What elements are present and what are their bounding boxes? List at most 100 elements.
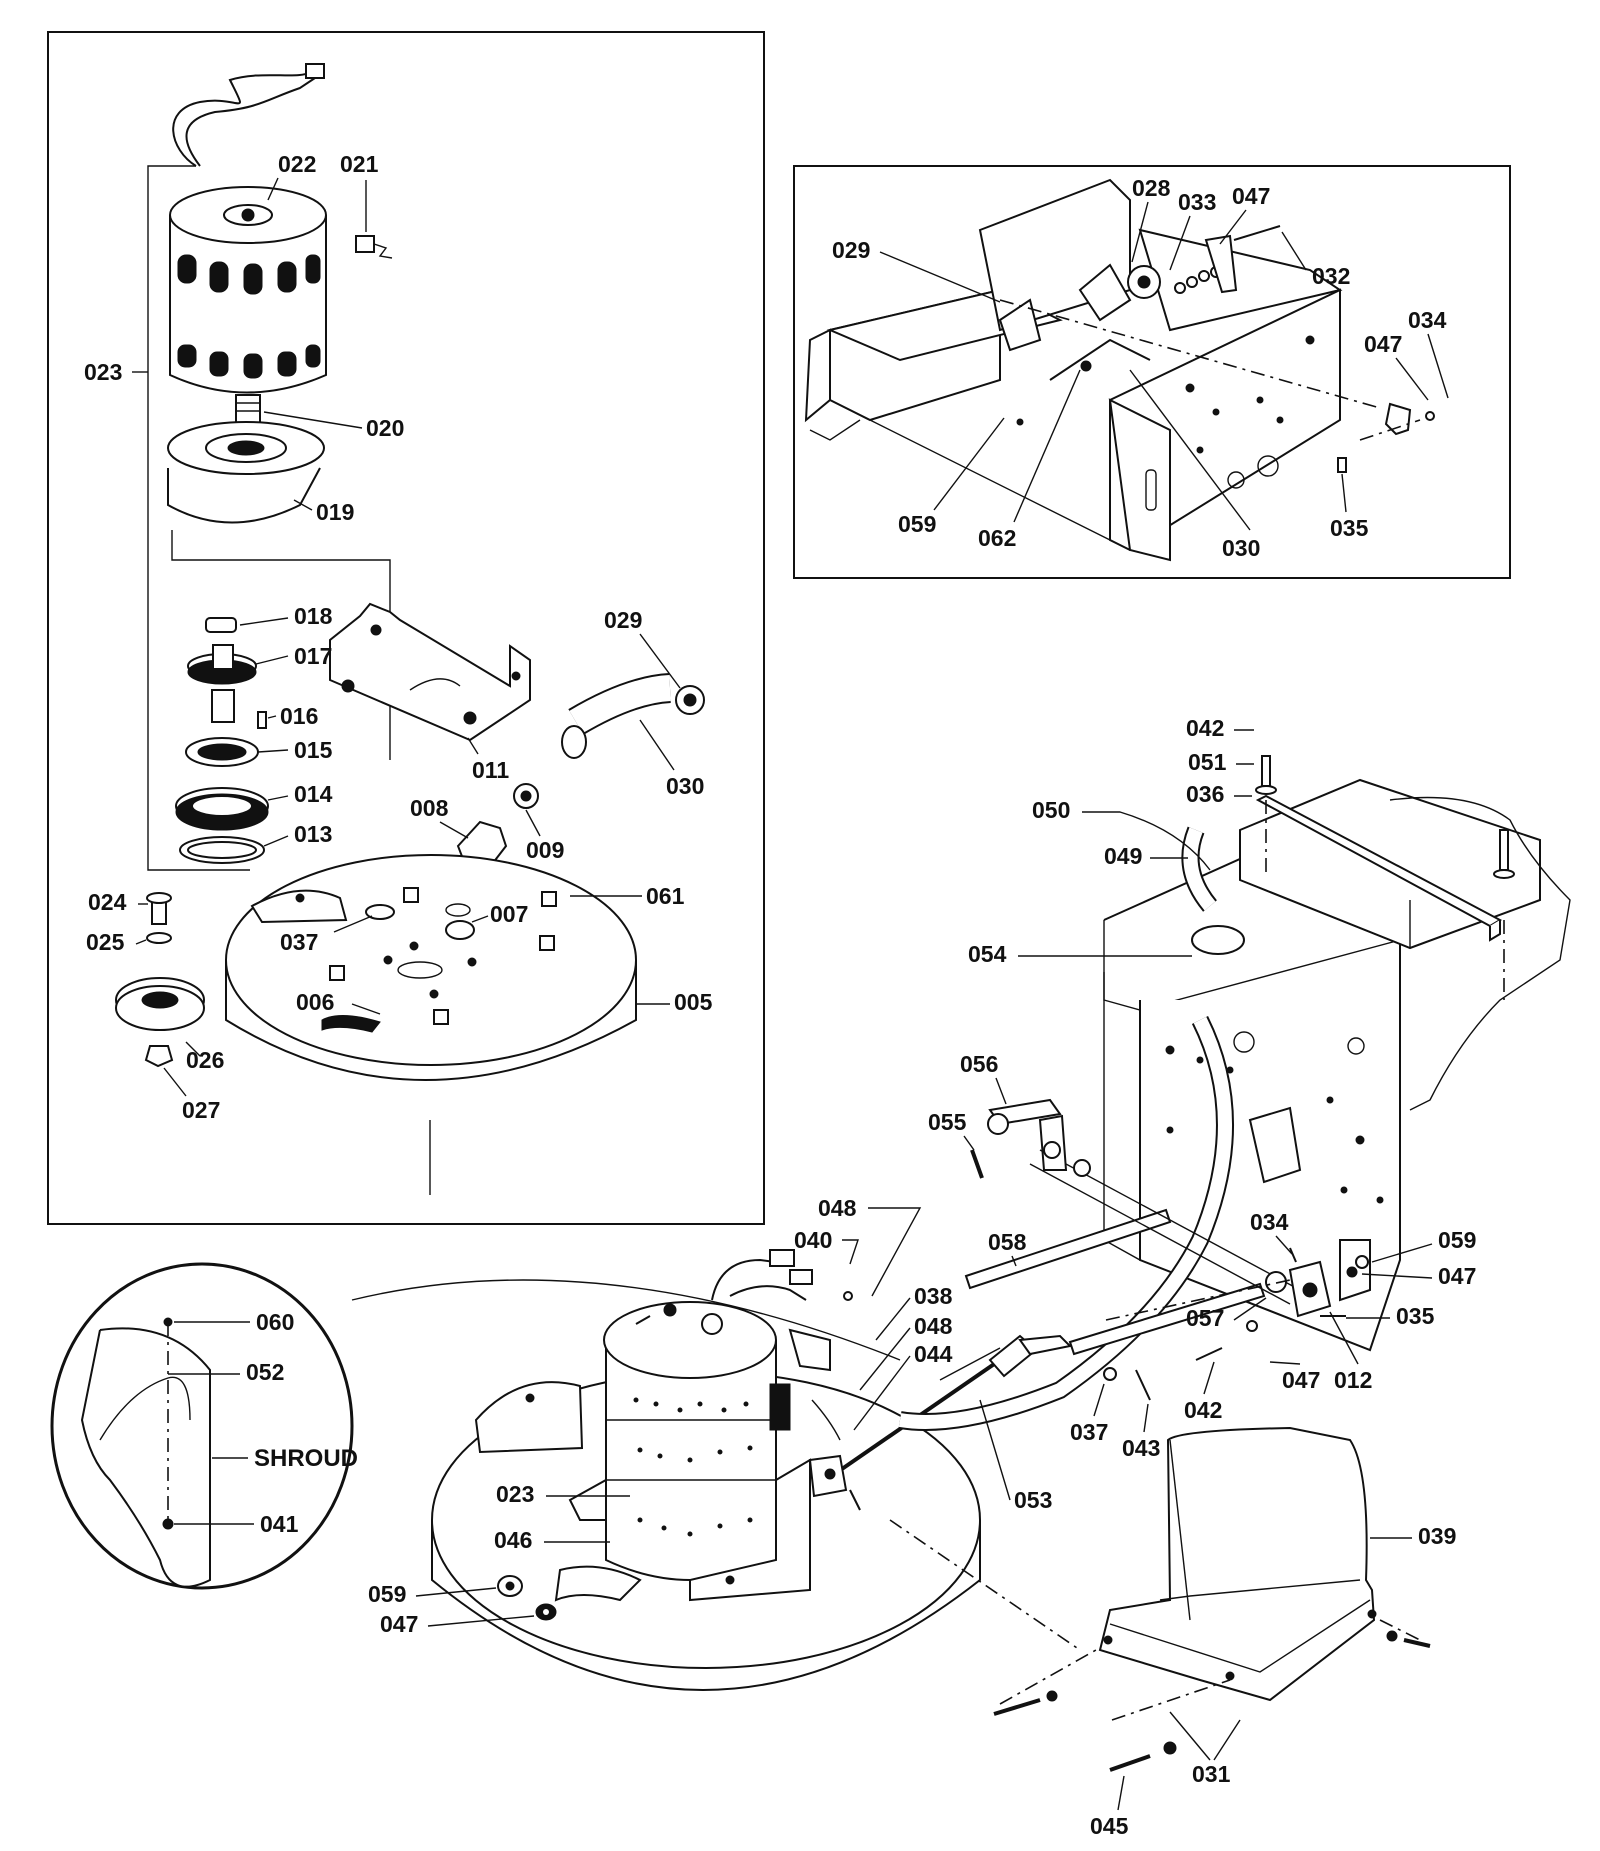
mounting-bracket [329, 602, 531, 742]
detail-circle-outline [50, 1262, 354, 1590]
label-057: 057 [1186, 1305, 1224, 1331]
power-cord [172, 71, 311, 167]
label-036: 036 [1186, 781, 1224, 807]
chassis-box [804, 178, 1343, 562]
label-024: 024 [88, 889, 127, 915]
label-033: 033 [1178, 189, 1216, 215]
label-048b: 048 [914, 1313, 953, 1339]
label-031: 031 [1192, 1761, 1231, 1787]
label-013: 013 [294, 821, 332, 847]
label-038: 038 [914, 1283, 953, 1309]
cord-plug [305, 63, 325, 79]
label-040: 040 [794, 1227, 832, 1253]
shroud-cover [889, 1426, 1431, 1772]
label-047: 047 [1232, 183, 1270, 209]
label-058: 058 [988, 1229, 1027, 1255]
label-052: 052 [246, 1359, 284, 1385]
labels-inset-right: 029 028 033 047 032 034 047 059 062 030 … [832, 175, 1449, 561]
label-029: 029 [832, 237, 870, 263]
label-056: 056 [960, 1051, 998, 1077]
label-007: 007 [490, 901, 528, 927]
inset-motor-assembly: 022 021 023 020 019 018 017 016 015 014 … [47, 31, 765, 1225]
label-011: 011 [472, 757, 509, 783]
label-032: 032 [1312, 263, 1350, 289]
label-046: 046 [494, 1527, 532, 1553]
capacitor-part [355, 235, 393, 259]
label-023b: 023 [496, 1481, 534, 1507]
power-cord [185, 75, 319, 167]
label-055: 055 [928, 1109, 967, 1135]
inset-frame-right [793, 165, 1511, 579]
label-059b: 059 [368, 1581, 406, 1607]
main-motor [568, 1301, 811, 1602]
label-037: 037 [280, 929, 318, 955]
label-030: 030 [1222, 535, 1260, 561]
label-021: 021 [340, 151, 379, 177]
motor-wiring [711, 1249, 853, 1441]
label-037: 037 [1070, 1419, 1108, 1445]
label-039: 039 [1418, 1523, 1456, 1549]
label-026: 026 [186, 1047, 224, 1073]
label-006: 006 [296, 989, 334, 1015]
lower-fasteners [497, 1575, 557, 1621]
pulley-assembly [115, 892, 205, 1068]
label-042b: 042 [1184, 1397, 1222, 1423]
label-022: 022 [278, 151, 316, 177]
hose-assembly [456, 673, 705, 889]
label-047b: 047 [1364, 331, 1402, 357]
label-059: 059 [898, 511, 936, 537]
label-043: 043 [1122, 1435, 1160, 1461]
label-008: 008 [410, 795, 449, 821]
label-051: 051 [1188, 749, 1227, 775]
gear-housing [167, 421, 325, 524]
label-shroud: SHROUD [254, 1445, 358, 1472]
label-012: 012 [1334, 1367, 1372, 1393]
label-009: 009 [526, 837, 564, 863]
label-049: 049 [1104, 843, 1142, 869]
main-chassis-frame [1103, 755, 1571, 1352]
label-045: 045 [1090, 1813, 1129, 1839]
label-028: 028 [1132, 175, 1171, 201]
label-060: 060 [256, 1309, 294, 1335]
label-050: 050 [1032, 797, 1070, 823]
linkage-mechanism [998, 225, 1435, 473]
label-027: 027 [182, 1097, 220, 1123]
linkage-shafts [964, 1098, 1369, 1401]
label-023: 023 [84, 359, 122, 385]
label-017: 017 [294, 643, 332, 669]
label-062: 062 [978, 525, 1016, 551]
label-029: 029 [604, 607, 642, 633]
label-018: 018 [294, 603, 333, 629]
label-047c: 047 [380, 1611, 418, 1637]
main-assembly: 042 051 036 050 049 054 056 055 048 040 … [368, 715, 1571, 1839]
label-042: 042 [1186, 715, 1224, 741]
label-035: 035 [1330, 515, 1369, 541]
motor-body [169, 186, 327, 424]
label-053: 053 [1014, 1487, 1052, 1513]
label-059a: 059 [1438, 1227, 1476, 1253]
bracket-line [147, 165, 250, 871]
label-034: 034 [1250, 1209, 1289, 1235]
label-061: 061 [646, 883, 685, 909]
spindle-stack [175, 617, 269, 864]
label-034: 034 [1408, 307, 1447, 333]
main-hoses [898, 826, 1245, 1431]
inset-frame-left [47, 31, 765, 1225]
labels-main: 042 051 036 050 049 054 056 055 048 040 … [368, 715, 1476, 1839]
labels-inset-left: 022 021 023 020 019 018 017 016 015 014 … [84, 151, 713, 1123]
label-047b: 047 [1282, 1367, 1320, 1393]
label-041: 041 [260, 1511, 299, 1537]
label-014: 014 [294, 781, 333, 807]
label-005: 005 [674, 989, 713, 1015]
label-035: 035 [1396, 1303, 1435, 1329]
label-030: 030 [666, 773, 704, 799]
detail-shroud-circle: 060 052 SHROUD 041 [50, 1262, 901, 1590]
label-019: 019 [316, 499, 354, 525]
label-016: 016 [280, 703, 318, 729]
label-054: 054 [968, 941, 1007, 967]
inset-chassis-linkage: 029 028 033 047 032 034 047 059 062 030 … [793, 165, 1511, 579]
label-048: 048 [818, 1195, 857, 1221]
label-047a: 047 [1438, 1263, 1476, 1289]
